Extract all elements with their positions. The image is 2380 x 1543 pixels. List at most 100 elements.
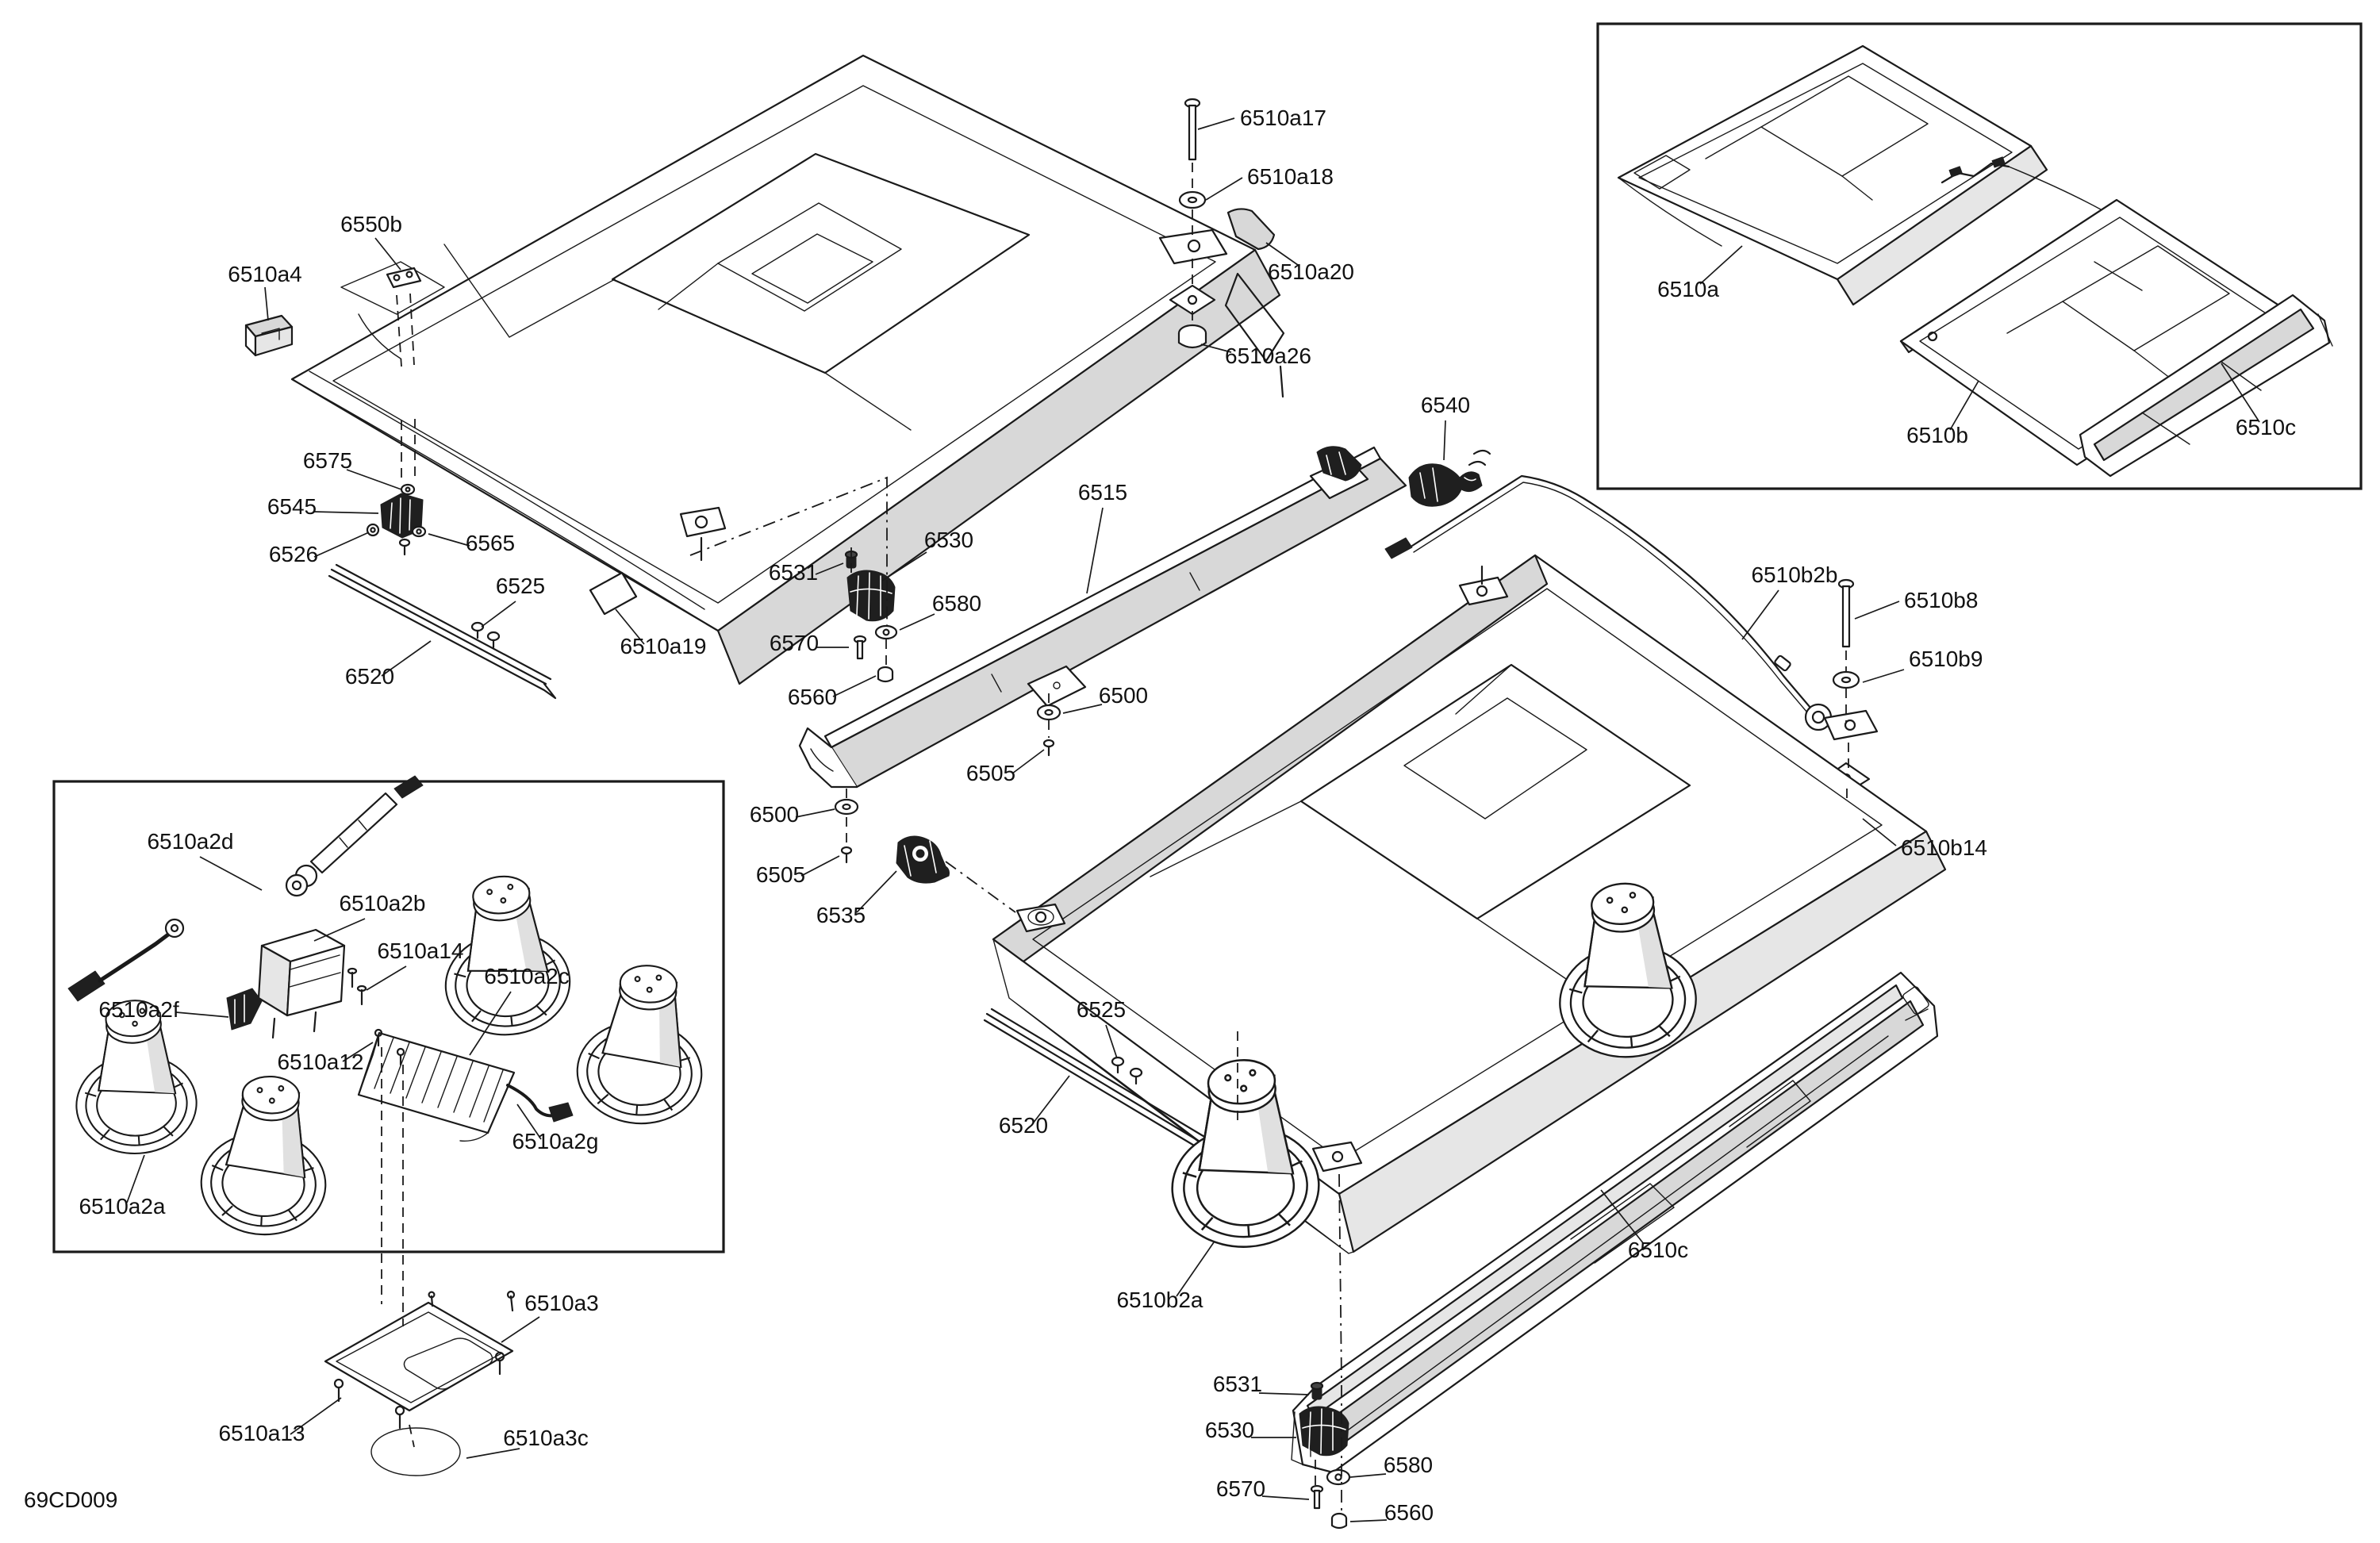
part-label: 6510a18 <box>1247 164 1334 189</box>
part-label: 6531 <box>769 560 818 585</box>
leader-line <box>615 608 645 645</box>
amp-6510a2b <box>257 928 367 1039</box>
leader-line <box>481 601 516 628</box>
part-label: 6510a3 <box>524 1291 598 1315</box>
leader-line <box>264 286 269 321</box>
rail-6515 <box>798 446 1407 789</box>
leader-line <box>290 1397 342 1435</box>
inset-cable <box>1940 156 2102 210</box>
part-label: 6505 <box>756 862 805 887</box>
leader-line <box>899 613 935 631</box>
leader-line <box>199 856 263 891</box>
leader-line <box>815 562 844 575</box>
stack-6510a17 <box>1169 98 1216 349</box>
leader-line <box>1062 704 1103 714</box>
leader-line <box>1012 749 1045 774</box>
part-label: 6530 <box>924 528 973 552</box>
callout-layer: 6510a176510a186510a206510a266550b6510a46… <box>79 106 2296 1525</box>
leader-line <box>832 675 877 697</box>
part-label: 6526 <box>269 542 318 566</box>
speaker-kit-2 <box>573 960 710 1129</box>
leader-line <box>466 1448 520 1459</box>
foam-6510a4 <box>244 314 294 357</box>
leader-line <box>366 965 407 991</box>
part-label: 6560 <box>1384 1500 1434 1525</box>
leader-line <box>516 1104 542 1140</box>
part-label: 6510b14 <box>1901 835 1987 860</box>
latch-6530-cluster-top <box>844 550 898 683</box>
part-label: 6530 <box>1205 1418 1254 1442</box>
part-label: 6580 <box>1384 1453 1433 1477</box>
inset-roof-variants <box>1596 22 2363 490</box>
part-label: 6510a <box>1657 277 1719 301</box>
audio-box-border <box>52 780 725 1253</box>
part-label: 6515 <box>1078 480 1127 505</box>
leader-line <box>126 1154 145 1203</box>
part-label: 6510b8 <box>1904 588 1978 612</box>
speaker-kit-4 <box>198 1072 332 1239</box>
part-label: 6510a2g <box>512 1129 598 1153</box>
washer-screw-6500-left <box>834 798 859 864</box>
part-label: 6500 <box>750 802 799 827</box>
leader-line <box>313 532 370 558</box>
sliver-6510a19 <box>589 571 638 616</box>
bracket-6550b <box>386 267 422 289</box>
part-label: 6545 <box>267 494 317 519</box>
roof-panel-rear <box>992 554 1947 1254</box>
leader-line <box>313 511 379 514</box>
part-label: 6510a2b <box>339 891 425 915</box>
part-label: 6510a3c <box>503 1426 588 1450</box>
leader-line <box>800 855 840 877</box>
harness-6510a2d <box>285 775 424 897</box>
leader-line <box>2221 363 2260 423</box>
part-label: 6510a2f <box>98 997 178 1022</box>
part-label: 6510c <box>1628 1238 1688 1262</box>
washer-screw-6500-right <box>1036 704 1061 757</box>
leader-line <box>313 918 366 942</box>
part-label: 6510a13 <box>218 1421 305 1445</box>
leader-line <box>428 533 470 547</box>
latch-6530-cluster-bottom <box>1299 1381 1351 1530</box>
leader-line <box>1699 245 1743 285</box>
trim-6510c-rear <box>1291 971 1939 1474</box>
leader-line <box>1443 420 1446 461</box>
cable-antenna-kit <box>67 918 185 1002</box>
part-label: 6510b <box>1906 423 1968 447</box>
leader-line <box>1349 1519 1388 1522</box>
part-label: 6570 <box>770 631 819 655</box>
part-label: 6510a2a <box>79 1194 165 1219</box>
leader-line <box>1105 1024 1118 1059</box>
leader-line <box>1258 1392 1310 1395</box>
leader-line <box>374 237 401 271</box>
part-label: 6525 <box>1077 997 1126 1022</box>
part-label: 6550b <box>340 212 402 236</box>
latch-6545-cluster <box>366 483 427 556</box>
part-label: 6570 <box>1216 1476 1265 1501</box>
part-label: 6500 <box>1099 683 1148 708</box>
part-label: 6510a20 <box>1268 259 1354 284</box>
part-label: 6575 <box>303 448 352 473</box>
leader-line <box>501 1316 540 1343</box>
part-label: 6510b2a <box>1116 1288 1203 1312</box>
part-label: 6531 <box>1213 1372 1262 1396</box>
inset-audio-kit <box>52 775 725 1253</box>
strip-6520-rear <box>983 1008 1214 1158</box>
drawing-code: 69CD009 <box>24 1487 117 1512</box>
part-label: 6560 <box>788 685 837 709</box>
part-label: 6510a19 <box>620 634 706 658</box>
part-label: 6565 <box>466 531 515 555</box>
amp-6510a2c <box>357 1028 574 1142</box>
leader-line <box>881 551 927 582</box>
leader-line <box>1854 601 1900 620</box>
leader-line <box>1741 589 1779 640</box>
strip-6520-front <box>328 563 557 700</box>
leader-line <box>1862 818 1897 846</box>
part-label: 6580 <box>932 591 981 616</box>
part-label: 6510b2b <box>1751 562 1837 587</box>
plate-6510a3 <box>324 1290 516 1476</box>
assembly-lines <box>381 163 1849 1514</box>
leader-line <box>1862 669 1905 683</box>
part-label: 6540 <box>1421 393 1470 417</box>
part-label: 6510a26 <box>1225 344 1311 368</box>
